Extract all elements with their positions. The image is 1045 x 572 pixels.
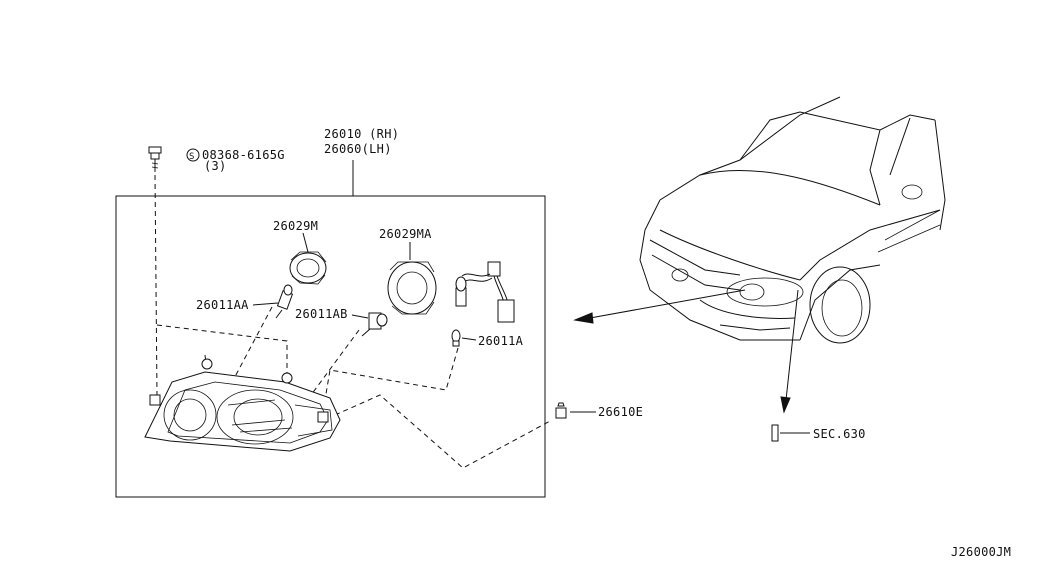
arrow-to-headlamp <box>589 289 746 319</box>
screw-callout: S 08368-6165G (3) <box>186 148 285 173</box>
label-bulb-aa: 26011AA <box>196 298 249 312</box>
arrow-head-down <box>780 396 791 414</box>
screw-symbol-letter: S <box>189 152 195 162</box>
screw-dashed-leader <box>154 174 158 396</box>
bulb-aa-icon <box>275 284 294 319</box>
label-clip: 26610E <box>598 405 643 419</box>
label-socket-ma: 26029MA <box>379 227 432 241</box>
dashed-guide-lines <box>156 306 553 469</box>
car-headlamp-icon <box>726 277 804 307</box>
screw-icon <box>148 146 162 172</box>
label-screw-part: 08368-6165G <box>202 148 285 162</box>
headlamp-assembly-icon <box>144 358 341 452</box>
bulb-a-leader <box>461 337 477 341</box>
car-wheel-icon <box>809 266 871 344</box>
section-part-icon <box>771 424 779 442</box>
socket-m-icon <box>289 251 327 285</box>
clip-icon <box>555 402 567 419</box>
bulb-ab-leader <box>351 314 369 319</box>
label-bulb-ab: 26011AB <box>295 307 348 321</box>
bulb-a-icon <box>451 329 461 347</box>
arrow-to-section <box>785 289 799 401</box>
socket-ma-icon <box>387 261 437 315</box>
label-socket-m: 26029M <box>273 219 318 233</box>
socket-m-leader <box>302 232 309 253</box>
screw-symbol-icon <box>186 148 200 162</box>
label-screw-qty: (3) <box>204 159 227 173</box>
label-bulb-a: 26011A <box>478 334 524 348</box>
bulb-aa-leader <box>252 302 279 306</box>
wire-harness-icon <box>455 261 515 323</box>
label-headlamp-lh: 26060(LH) <box>324 142 392 156</box>
label-headlamp-rh: 26010 (RH) <box>324 127 399 141</box>
arrow-head-left <box>573 312 594 324</box>
label-section-ref: SEC.630 <box>813 427 866 441</box>
diagram-code: J26000JM <box>951 545 1011 559</box>
assembly-frame <box>115 195 546 498</box>
car-illustration <box>639 96 946 344</box>
bulb-ab-icon <box>361 312 388 337</box>
